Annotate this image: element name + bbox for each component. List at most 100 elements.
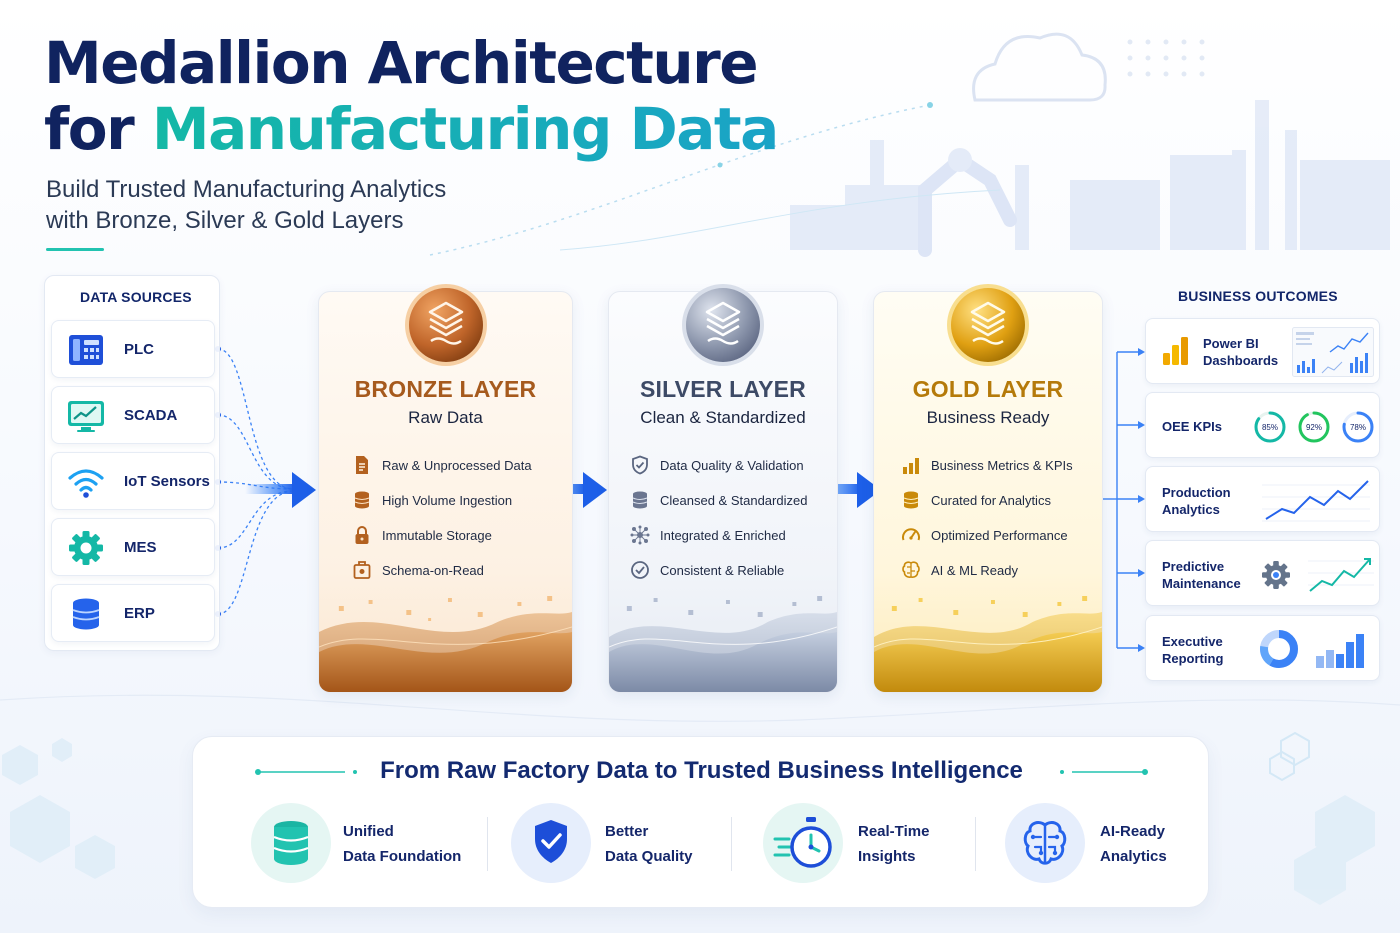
outcome-oee-text: OEE KPIs — [1162, 419, 1222, 434]
title-underline — [46, 248, 104, 251]
database-icon — [273, 821, 309, 865]
outcome-line-1: Power BI — [1203, 336, 1259, 351]
gold-layers-icon — [947, 284, 1029, 366]
power-bi-icon — [1163, 337, 1188, 365]
bronze-layer-subtitle: Raw Data — [408, 408, 483, 427]
benefit-line-2: Data Foundation — [343, 848, 462, 865]
source-label-erp: ERP — [124, 605, 155, 622]
source-item-plc[interactable]: PLC — [51, 320, 215, 378]
database-icon — [632, 491, 648, 509]
benefit-divider — [731, 817, 732, 871]
lock-icon — [355, 526, 369, 544]
bronze-feature-2-text: High Volume Ingestion — [382, 493, 513, 508]
stopwatch-icon — [773, 817, 832, 868]
trend-chart-icon — [1308, 558, 1374, 592]
silver-layer-title: SILVER LAYER — [640, 376, 806, 402]
silver-layer-subtitle: Clean & Standardized — [640, 408, 806, 427]
oee-gauge-2-label: 92% — [1306, 423, 1322, 432]
bronze-wave-decoration — [319, 596, 572, 692]
title-prefix: for — [44, 95, 152, 163]
gold-feature-4-text: AI & ML Ready — [931, 563, 1018, 578]
oee-gauge-2: 92% — [1298, 411, 1330, 443]
donut-chart-icon — [1260, 630, 1298, 668]
source-item-iot-sensors[interactable]: IoT Sensors — [51, 452, 215, 510]
benefit-ai-text: AI-Ready Analytics — [1100, 819, 1167, 869]
outcome-power-bi-dashboards[interactable]: Power BI Dashboards — [1145, 318, 1380, 384]
bar-chart-icon — [903, 458, 919, 474]
outcome-predictive-text: Predictive Maintenance — [1162, 558, 1241, 592]
benefit-line-1: Better — [605, 823, 649, 840]
silver-wave-decoration — [609, 596, 837, 692]
outcome-production-text: Production Analytics — [1162, 484, 1231, 518]
silver-feature-3-text: Integrated & Enriched — [660, 528, 786, 543]
monitor-chart-icon — [68, 401, 104, 432]
benefit-unified-text: Unified Data Foundation — [343, 819, 461, 869]
data-sources-heading: DATA SOURCES — [80, 289, 192, 305]
outcome-oee-kpis[interactable]: OEE KPIs 85% 92% 78% — [1145, 392, 1380, 458]
business-outcomes-heading: BUSINESS OUTCOMES — [1178, 288, 1338, 304]
gold-feature-3-text: Optimized Performance — [931, 528, 1068, 543]
document-icon — [356, 456, 368, 474]
oee-gauge-1-label: 85% — [1262, 423, 1278, 432]
database-icon — [72, 598, 100, 630]
title-line-2: for Manufacturing Data — [44, 95, 779, 163]
check-circle-icon — [631, 561, 649, 579]
outcome-line-1: Executive — [1162, 634, 1223, 649]
benefit-line-2: Data Quality — [605, 848, 693, 865]
outcome-line-1: Production — [1162, 485, 1231, 500]
gear-icon — [69, 531, 103, 565]
dashboard-thumbnail-icon — [1292, 327, 1374, 377]
outcome-line-2: Maintenance — [1162, 576, 1241, 591]
silver-layers-icon — [682, 284, 764, 366]
subtitle-line-1: Build Trusted Manufacturing Analytics — [46, 176, 447, 203]
banner-title: From Raw Factory Data to Trusted Busines… — [380, 757, 1023, 784]
benefit-unified-icon-wrap — [251, 803, 331, 883]
outcome-production-analytics[interactable]: Production Analytics — [1145, 466, 1380, 532]
source-item-erp[interactable]: ERP — [51, 584, 215, 642]
line-chart-icon — [1262, 480, 1370, 522]
benefit-divider — [975, 817, 976, 871]
banner-left-divider — [255, 769, 357, 775]
silver-feature-1-text: Data Quality & Validation — [660, 458, 804, 473]
source-item-scada[interactable]: SCADA — [51, 386, 215, 444]
gold-feature-1-text: Business Metrics & KPIs — [931, 458, 1073, 473]
bronze-layer-title: BRONZE LAYER — [354, 376, 537, 402]
bronze-feature-3-text: Immutable Storage — [382, 528, 492, 543]
bronze-feature-1-text: Raw & Unprocessed Data — [382, 458, 532, 473]
oee-gauge-3-label: 78% — [1350, 423, 1366, 432]
silver-feature-2-text: Cleansed & Standardized — [660, 493, 808, 508]
outcome-executive-reporting[interactable]: Executive Reporting — [1145, 615, 1380, 681]
source-item-mes[interactable]: MES — [51, 518, 215, 576]
title-accent: Manufacturing Data — [151, 95, 779, 163]
bar-chart-icon — [1316, 634, 1364, 668]
gold-layer-subtitle: Business Ready — [926, 408, 1050, 427]
wifi-icon — [68, 469, 104, 498]
gold-wave-decoration — [874, 596, 1102, 692]
gold-layer-title: GOLD LAYER — [912, 376, 1064, 402]
data-sources-panel: DATA SOURCES PLC SCADA IoT Sensors — [44, 275, 220, 651]
benefit-line-2: Insights — [858, 848, 916, 865]
oee-gauge-1: 85% — [1254, 411, 1286, 443]
benefit-quality-text: Better Data Quality — [605, 819, 693, 869]
brain-icon — [1023, 821, 1067, 865]
silver-feature-4-text: Consistent & Reliable — [660, 563, 785, 578]
source-label-plc: PLC — [124, 341, 154, 358]
page-title: Medallion Architecture for Manufacturing… — [44, 30, 779, 163]
benefit-realtime-icon-wrap — [763, 803, 843, 883]
source-label-mes: MES — [124, 539, 157, 556]
outcome-line-2: Dashboards — [1203, 353, 1279, 368]
bronze-layers-icon — [405, 284, 487, 366]
oee-gauge-3: 78% — [1342, 411, 1374, 443]
outcome-predictive-maintenance[interactable]: Predictive Maintenance — [1145, 540, 1380, 606]
plc-icon — [69, 335, 103, 365]
benefit-realtime-text: Real-Time Insights — [858, 819, 929, 869]
benefit-quality-icon-wrap — [511, 803, 591, 883]
source-label-scada: SCADA — [124, 407, 178, 424]
outcome-executive-text: Executive Reporting — [1162, 633, 1223, 667]
benefit-divider — [487, 817, 488, 871]
shield-check-icon — [632, 455, 648, 475]
bronze-feature-4-text: Schema-on-Read — [382, 563, 484, 578]
benefit-line-1: Unified — [343, 823, 394, 840]
gauge-icon — [902, 528, 920, 541]
